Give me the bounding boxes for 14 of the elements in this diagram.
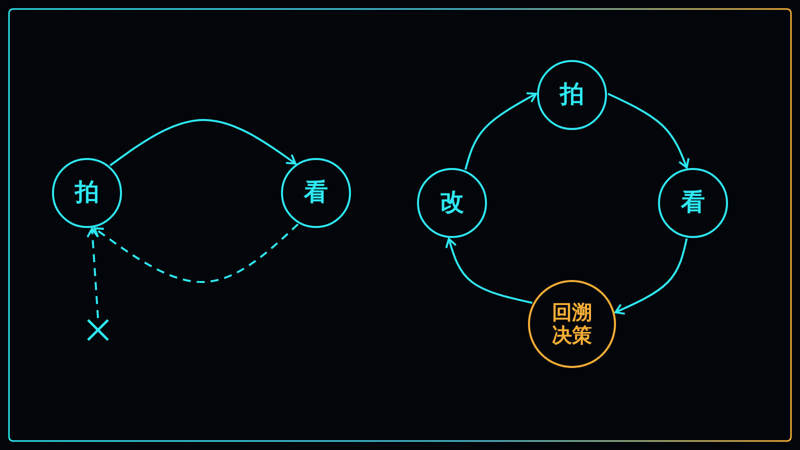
arrow <box>608 92 690 169</box>
node-label: 看 <box>680 189 706 217</box>
arrow <box>93 223 299 283</box>
arrow <box>464 92 538 170</box>
cross-mark <box>86 318 110 342</box>
arrow <box>445 238 532 304</box>
node-label: 拍 <box>73 179 100 207</box>
arrow <box>86 228 99 318</box>
node-label: 改 <box>438 189 465 217</box>
node-label: 回溯决策 <box>551 301 593 347</box>
node-label: 看 <box>302 179 329 207</box>
arrow <box>110 119 296 166</box>
node-label: 拍 <box>558 81 585 109</box>
arrow <box>614 238 688 315</box>
